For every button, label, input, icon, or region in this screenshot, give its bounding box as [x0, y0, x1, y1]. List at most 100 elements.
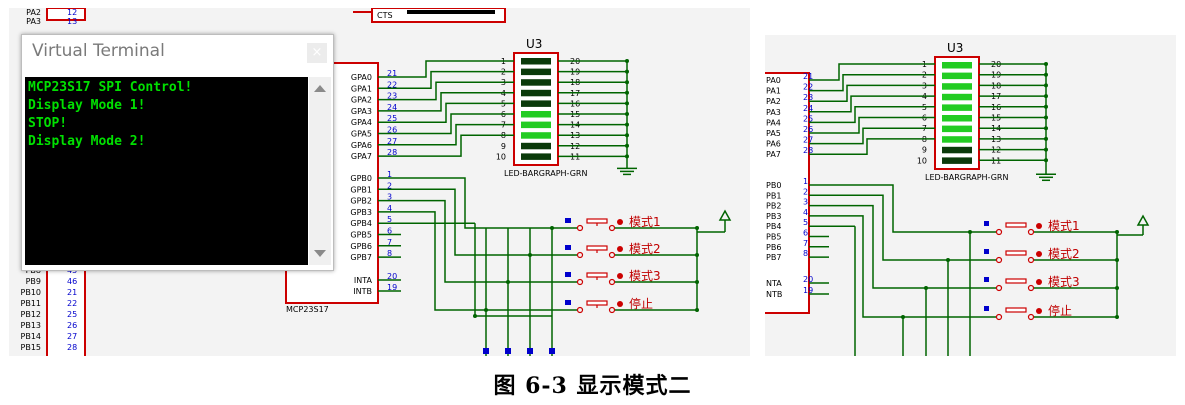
led-segment	[521, 58, 551, 65]
switch-actuator	[586, 218, 608, 224]
edge-pin-label: PB9	[26, 277, 41, 286]
gpa-pin-label: PA3	[766, 108, 781, 117]
wire	[401, 123, 514, 146]
int-pin-label: INTA	[354, 276, 373, 285]
led-segment	[521, 68, 551, 76]
gpa-pin-label: PA2	[766, 97, 781, 106]
led-segment	[942, 104, 972, 111]
figure-caption: 图 6-3 显示模式二	[493, 373, 692, 399]
switch-actuator	[1005, 307, 1027, 313]
wire	[829, 116, 935, 134]
chip-name: MCP23S17	[286, 305, 329, 314]
int-pin-label: NTA	[766, 279, 782, 288]
gpa-pin-label: PA5	[766, 129, 781, 138]
switch-label: 停止	[629, 296, 653, 311]
junction-dot	[484, 308, 488, 312]
switch-contact	[1027, 313, 1035, 321]
junction-dot	[625, 112, 629, 116]
led-segment	[521, 153, 551, 160]
gpb-pin-num: 7	[387, 238, 392, 247]
int-pin-num: 19	[803, 286, 813, 295]
edge-pin-label: PA2	[26, 8, 41, 17]
gpa-pin-num: 26	[387, 126, 397, 135]
junction-dot	[695, 253, 699, 257]
gpb-pin-label: PB3	[766, 212, 781, 221]
led-segment	[521, 111, 551, 118]
switch-label: 停止	[1048, 303, 1072, 318]
led-segment	[942, 157, 972, 164]
virtual-terminal-title: Virtual Terminal	[32, 41, 165, 61]
edge-pin-num: 21	[67, 288, 77, 297]
close-icon[interactable]: ×	[307, 43, 327, 63]
gpa-pin-label: GPA1	[351, 84, 372, 93]
switch-actuator	[1005, 278, 1027, 284]
switch-pin	[565, 245, 571, 250]
wire	[829, 127, 935, 145]
gpa-pin-label: PA1	[766, 87, 781, 96]
virtual-terminal-window[interactable]: Virtual Terminal × MCP23S17 SPI Control!…	[21, 34, 334, 271]
switch-contact	[608, 224, 616, 232]
switch-indicator	[1036, 308, 1042, 314]
switch-contact	[1027, 228, 1035, 236]
gpb-pin-label: PB4	[766, 222, 781, 231]
junction-dot	[473, 314, 477, 318]
junction-dot	[1044, 126, 1048, 131]
switch-contact	[576, 278, 584, 286]
led-segment	[521, 142, 551, 150]
gpb-pin-num: 2	[803, 187, 808, 196]
wire	[829, 95, 935, 113]
junction-dot	[901, 315, 905, 319]
gpa-pin-num: 26	[803, 125, 813, 134]
scroll-down-icon[interactable]	[314, 250, 326, 257]
switch-contact	[576, 224, 584, 232]
junction-dot	[506, 280, 510, 284]
edge-pin-label: PB15	[21, 343, 42, 352]
junction-dot	[625, 90, 629, 95]
gpb-pin-label: GPB6	[350, 242, 372, 251]
switch-contact	[995, 256, 1003, 264]
terminal-screen[interactable]: MCP23S17 SPI Control!Display Mode 1!STOP…	[25, 77, 308, 265]
switch-pin	[984, 221, 989, 226]
led-segment	[942, 93, 972, 101]
gpa-pin-num: 22	[803, 83, 813, 92]
edge-pin-num: 46	[67, 277, 77, 286]
led-segment	[521, 79, 551, 86]
switch-indicator	[617, 219, 623, 225]
mcp23s17-chip-partial	[765, 72, 810, 314]
terminal-output: MCP23S17 SPI Control!Display Mode 1!STOP…	[28, 79, 192, 151]
switch-indicator	[1036, 279, 1042, 285]
wire	[829, 73, 935, 92]
gpa-pin-label: GPA0	[351, 73, 372, 82]
junction-dot	[550, 226, 554, 230]
gpa-pin-label: GPA2	[351, 96, 372, 105]
gpa-pin-label: PA6	[766, 140, 781, 149]
scroll-up-icon[interactable]	[314, 85, 326, 92]
switch-label: 模式3	[629, 269, 661, 283]
switch-label: 模式2	[629, 242, 661, 256]
int-pin-label: INTB	[353, 287, 372, 296]
switch-actuator	[586, 300, 608, 306]
int-pin-num: 20	[803, 275, 813, 284]
gpa-pin-num: 22	[387, 80, 397, 89]
junction-dot	[625, 80, 629, 85]
switch-label: 模式1	[1048, 219, 1080, 233]
switch-pin	[984, 306, 989, 311]
edge-pin-label: PA3	[26, 17, 41, 26]
switch-indicator	[1036, 223, 1042, 229]
terminal-line: STOP!	[28, 116, 68, 131]
junction-dot	[1115, 230, 1119, 234]
switch-pin	[565, 218, 571, 223]
led-segment	[521, 89, 551, 97]
terminal-scrollbar[interactable]	[309, 77, 331, 265]
gpb-pin-label: PB5	[766, 233, 781, 242]
terminal-line: Display Mode 1!	[28, 98, 146, 113]
gpb-pin-label: GPB1	[350, 185, 372, 194]
gpb-pin-num: 5	[387, 215, 392, 224]
switch-indicator	[1036, 251, 1042, 257]
led-segment	[942, 115, 972, 122]
gpb-pin-num: 6	[803, 229, 808, 238]
led-segment	[521, 132, 551, 139]
junction-dot	[625, 154, 629, 159]
